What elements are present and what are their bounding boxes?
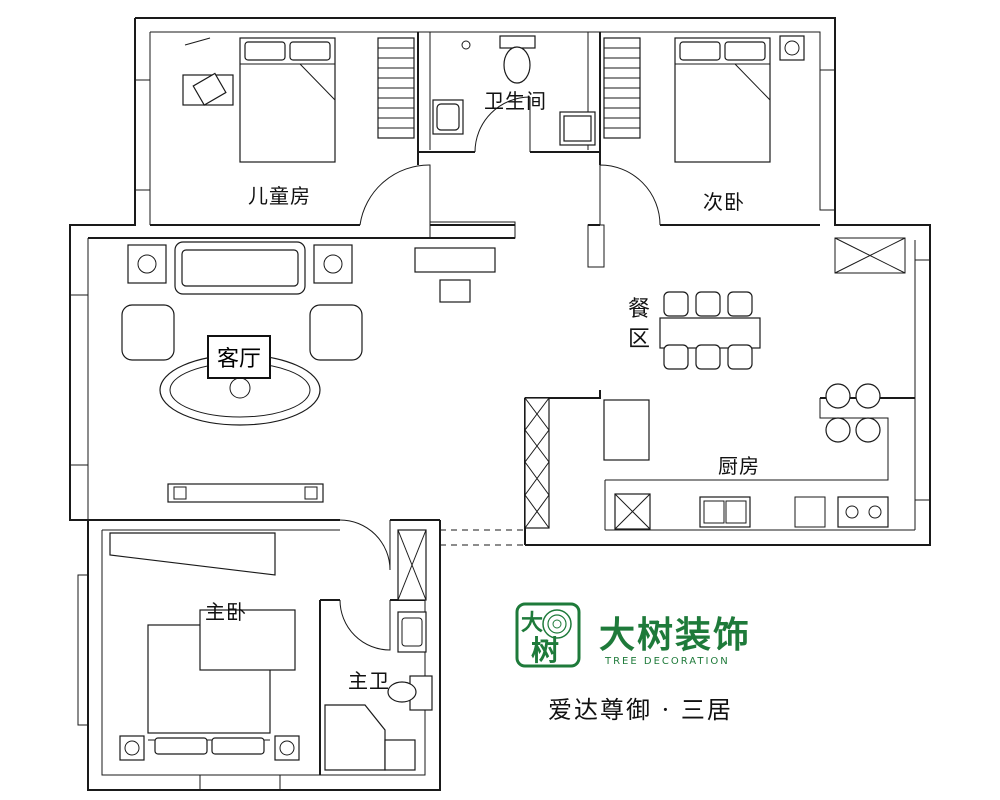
- children-room-label: 儿童房: [248, 184, 311, 208]
- children-room-furniture: [182, 37, 415, 163]
- master-bedroom-label: 主卧: [205, 600, 247, 624]
- second-bedroom-furniture: [603, 35, 805, 163]
- tree-logo-icon: 大 树: [515, 602, 581, 668]
- logo-char-da: 大: [521, 610, 543, 636]
- brand-name: 大树装饰: [599, 615, 752, 656]
- living-room-label: 客厅: [207, 335, 272, 379]
- brand-logo: 大 树 大树装饰 TREE DECORATION: [515, 600, 785, 680]
- windows: [69, 69, 931, 791]
- master-bath-label: 主卫: [348, 669, 390, 693]
- dining-label: 餐区: [628, 297, 652, 352]
- bathroom-fixtures: [432, 35, 596, 146]
- dining-furniture: [659, 291, 761, 370]
- project-title: 爱达尊御 · 三居: [548, 696, 733, 724]
- bathroom-label: 卫生间: [484, 89, 547, 113]
- master-bath-fixtures: [324, 611, 433, 771]
- second-bedroom-label: 次卧: [703, 190, 745, 214]
- doors: [339, 96, 661, 651]
- living-room-furniture: [121, 241, 496, 503]
- svg-text:树: 树: [531, 634, 559, 667]
- master-bedroom-furniture: [109, 529, 427, 761]
- kitchen-label: 厨房: [718, 454, 760, 478]
- kitchen-furniture: [524, 383, 915, 531]
- brand-english: TREE DECORATION: [605, 656, 730, 667]
